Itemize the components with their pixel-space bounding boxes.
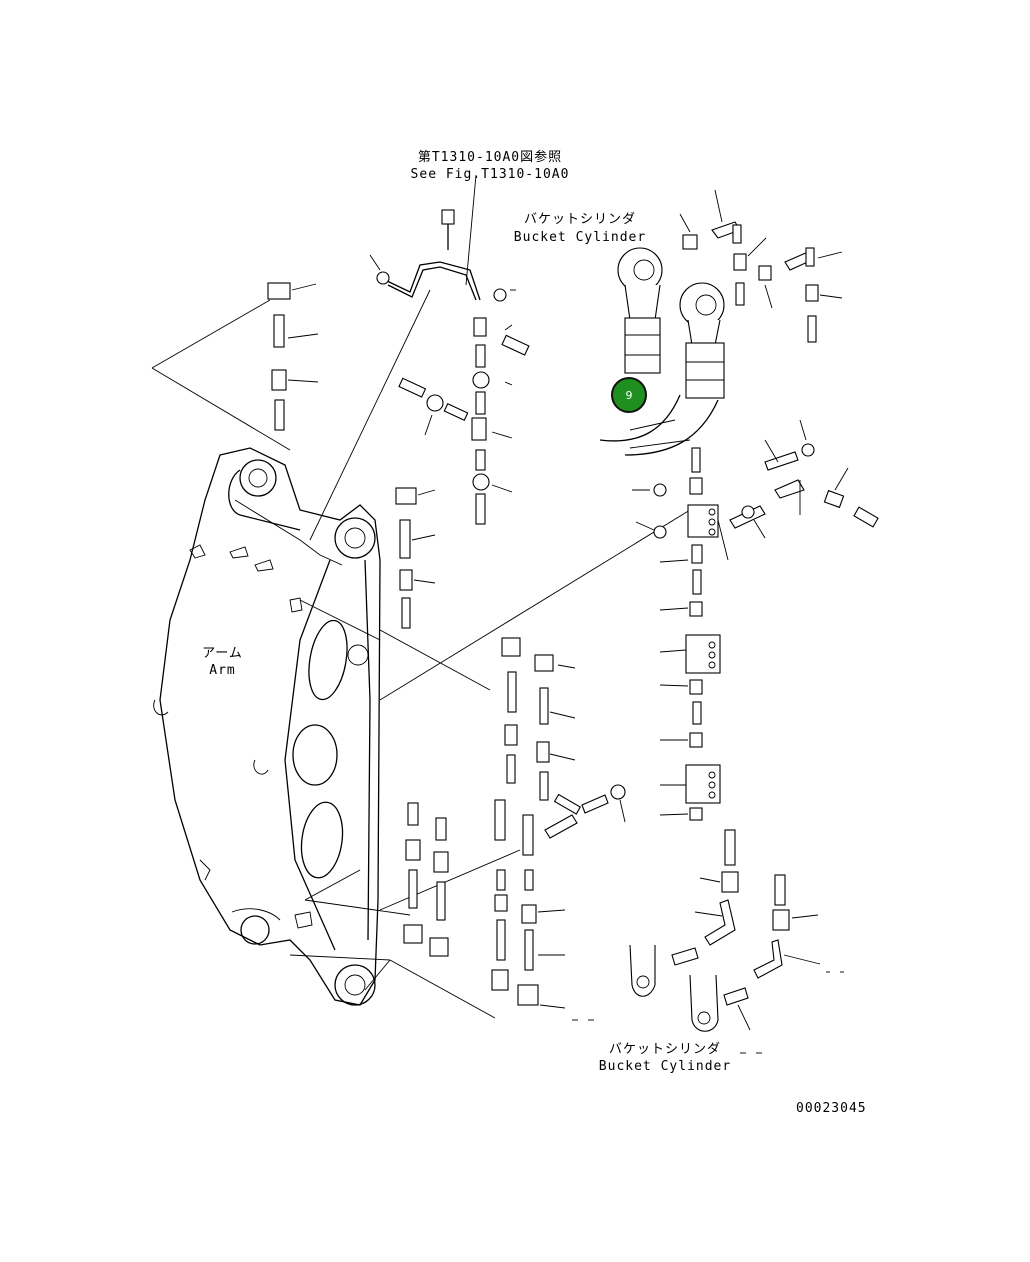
arm-body [153,447,381,1006]
top-right-fittings [679,189,843,343]
left-fittings [267,282,436,629]
part-callout-marker[interactable]: 9 [611,377,647,413]
drawing-number: 00023045 [796,1101,867,1116]
middle-fittings [403,637,626,1009]
leader-lines [151,174,691,1019]
reference-label-jp: 第T1310-10A0図参照 [417,150,563,165]
bucket-cylinders-top [599,247,725,456]
arm-label-en: Arm [209,663,236,678]
reference-label-en: See Fig.T1310-10A0 [410,167,570,182]
bucket-cylinder-bottom-jp: バケットシリンダ [608,1042,721,1057]
top-piping [369,209,530,525]
arm-label-jp: アーム [202,646,243,661]
manifold-stack [632,419,879,821]
callout-number: 9 [625,388,633,402]
lower-right-fittings [572,829,844,1054]
bucket-cylinder-top-en: Bucket Cylinder [513,230,647,245]
bucket-cylinder-top-jp: バケットシリンダ [523,212,636,227]
bucket-cylinder-bottom-en: Bucket Cylinder [598,1059,732,1074]
